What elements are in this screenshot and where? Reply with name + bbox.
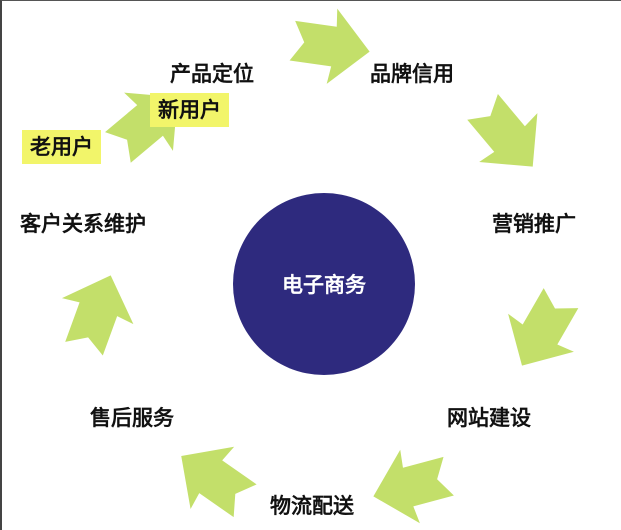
cycle-arrow-icon: [181, 446, 257, 518]
cycle-arrow-icon: [373, 449, 454, 524]
highlight-old-users: 老用户: [22, 130, 101, 164]
center-label: 电子商务: [282, 273, 366, 297]
cycle-arrow-icon: [61, 275, 134, 356]
highlight-new-users: 新用户: [150, 93, 229, 127]
stage-label: 客户关系维护: [20, 212, 146, 236]
stage-label: 售后服务: [90, 406, 174, 430]
center-circle: [233, 193, 415, 375]
stage-label: 品牌信用: [370, 62, 454, 86]
stage-label: 物流配送: [270, 494, 354, 518]
cycle-arrow-icon: [508, 288, 579, 366]
stage-label: 营销推广: [492, 212, 576, 236]
cycle-arrow-icon: [289, 8, 370, 84]
cycle-arrow-icon: [467, 94, 538, 167]
stage-label: 产品定位: [170, 62, 254, 86]
stage-label: 网站建设: [447, 406, 531, 430]
